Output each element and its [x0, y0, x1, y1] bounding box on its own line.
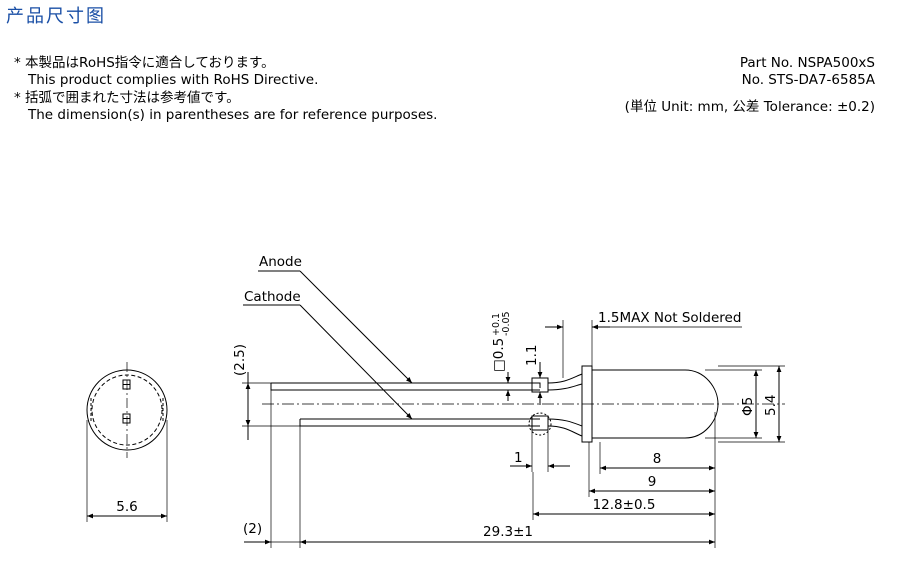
svg-text:+0.1: +0.1	[491, 313, 502, 336]
reference-note-en: The dimension(s) in parentheses are for …	[28, 107, 438, 123]
anode-standoff	[531, 377, 549, 393]
dim-12-8-label: 12.8±0.5	[593, 497, 656, 513]
dim-8-label: 8	[653, 451, 662, 467]
dim-9-label: 9	[648, 474, 657, 490]
cathode-detail-circle	[528, 412, 552, 436]
anode-label: Anode	[259, 254, 302, 270]
cathode-label: Cathode	[244, 289, 301, 305]
page-title: 产品尺寸图	[6, 6, 106, 27]
cathode-standoff	[531, 415, 549, 431]
dim-2-label: (2)	[243, 521, 262, 537]
part-number: Part No. NSPA500xS	[739, 55, 875, 71]
dim-2-5-label: (2.5)	[232, 344, 248, 376]
document-number: No. STS-DA7-6585A	[741, 72, 875, 88]
dim-5-6-label: 5.6	[116, 499, 137, 515]
svg-text:□0.5: □0.5	[491, 338, 507, 372]
dim-1-1-label: 1.1	[524, 345, 540, 366]
anode-lead	[270, 382, 541, 391]
rohs-note-jp: * 本製品はRoHS指令に適合しております。	[14, 55, 275, 71]
unit-tolerance: (単位 Unit: mm, 公差 Tolerance: ±0.2)	[624, 99, 875, 115]
side-view	[242, 270, 785, 548]
svg-text:-0.05: -0.05	[501, 311, 512, 336]
dim-29-3-label: 29.3±1	[483, 524, 533, 540]
dim-phi5-label: Φ5	[740, 397, 756, 416]
cathode-lead	[299, 418, 540, 427]
reference-note-jp: * 括弧で囲まれた寸法は参考値です。	[14, 90, 240, 106]
rohs-note-en: This product complies with RoHS Directiv…	[28, 72, 319, 88]
dim-5-4-label: 5.4	[763, 395, 779, 416]
front-view	[86, 362, 168, 522]
not-soldered-label: 1.5MAX Not Soldered	[598, 310, 741, 326]
led-lens-body	[591, 369, 719, 439]
lead-size-label: □0.5 +0.1 -0.05	[491, 311, 512, 372]
dim-1-label: 1	[514, 450, 523, 466]
